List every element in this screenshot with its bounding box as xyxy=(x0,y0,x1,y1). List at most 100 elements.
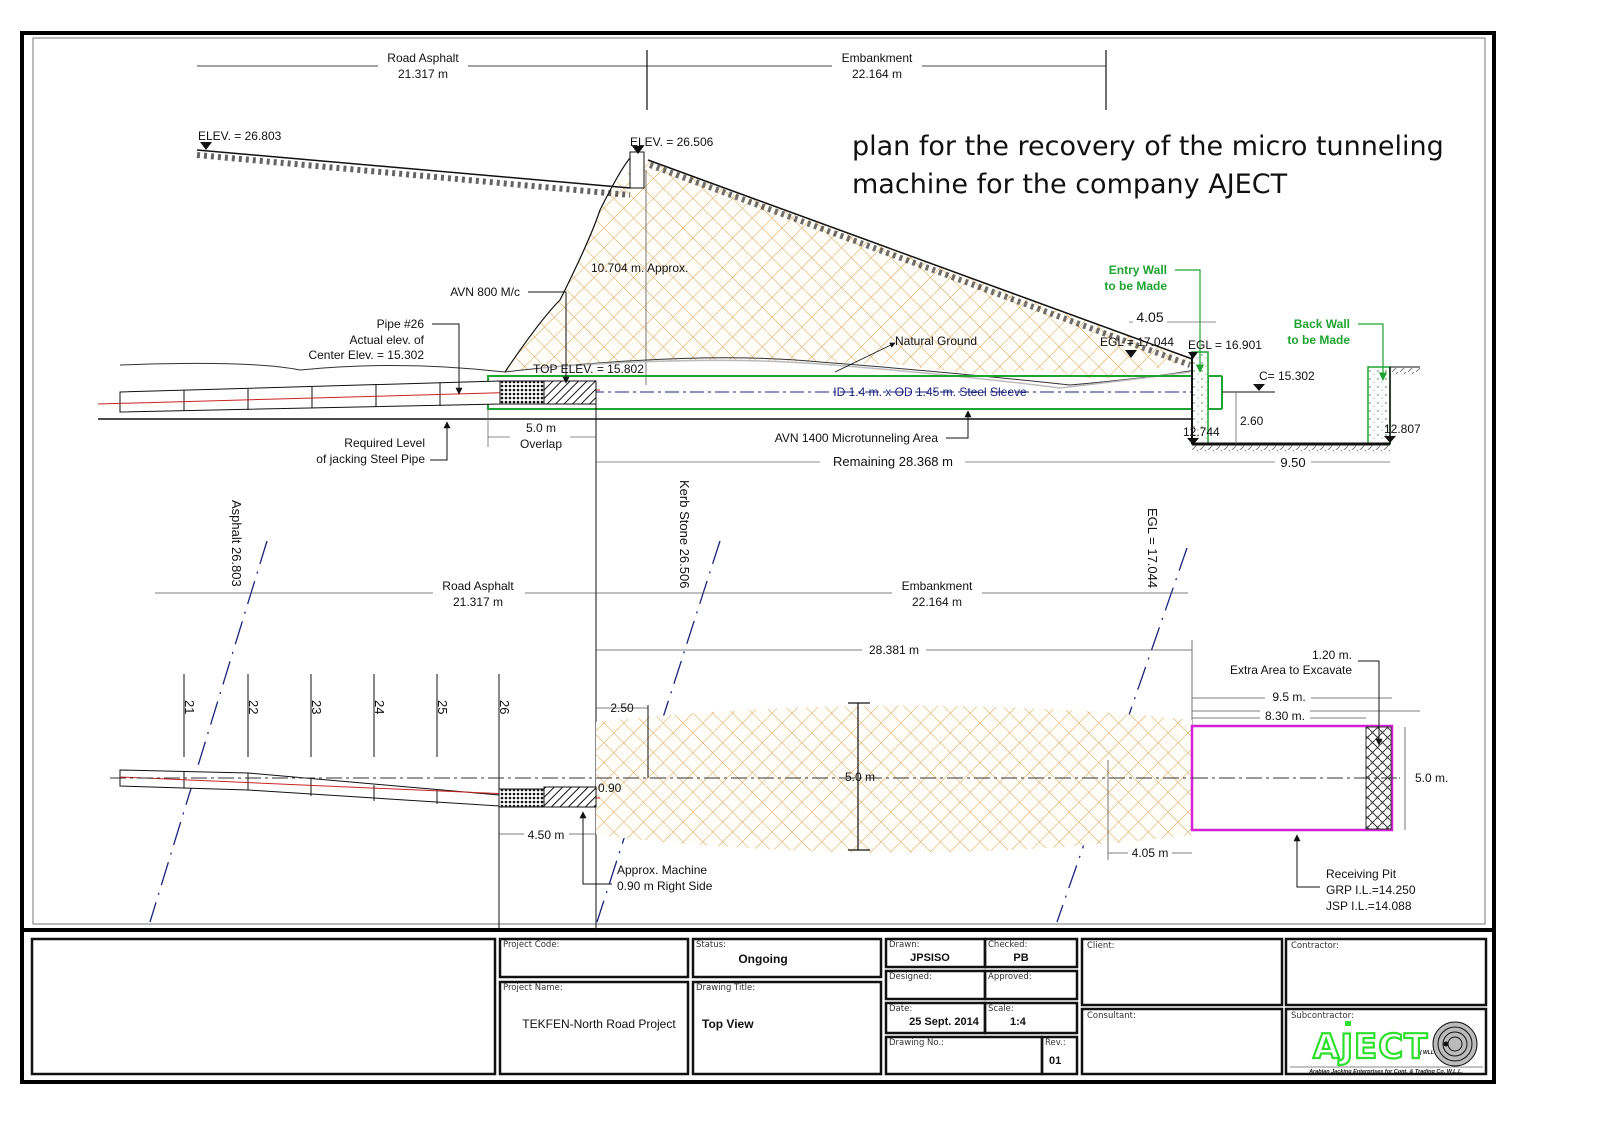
level-12807-label: 12.807 xyxy=(1384,422,1421,436)
road-surface xyxy=(196,149,631,189)
receiving-pit-jsp: JSP I.L.=14.088 xyxy=(1326,899,1412,913)
egl-marker-label: EGL = 17.044 xyxy=(1145,508,1160,588)
section-view: Road Asphalt 21.317 m Embankment 22.164 … xyxy=(97,50,1444,930)
project-code-cell xyxy=(498,937,690,979)
plan-road-asphalt-label: Road Asphalt xyxy=(442,579,514,593)
kerb-stone xyxy=(629,151,645,189)
entry-wall-line2: to be Made xyxy=(1104,279,1167,293)
overlap-length: 5.0 m xyxy=(526,421,556,435)
road-asphalt-length: 21.317 m xyxy=(398,67,448,81)
egl-reference-line xyxy=(1056,547,1188,923)
company-full-name: Arabian Jacking Enterprises for Cont. & … xyxy=(1308,1069,1463,1075)
dim-450-label: 4.50 m xyxy=(528,828,565,842)
avn1400-leader xyxy=(946,410,972,439)
avn800-label: AVN 800 M/c xyxy=(450,285,520,299)
height-approx-label: 10.704 m. Approx. xyxy=(591,261,688,275)
title-block-blank xyxy=(30,937,497,1076)
dim-830-label: 8.30 m. xyxy=(1265,709,1305,723)
plan-view: Asphalt 26.803 Kerb Stone 26.506 EGL = 1… xyxy=(110,480,1448,930)
receiving-pit-leader xyxy=(1293,834,1320,888)
status-value: Ongoing xyxy=(738,952,787,966)
elevation-marker-icon xyxy=(632,146,644,154)
contractor-cell xyxy=(1284,937,1488,1007)
drawn-value: JPSISO xyxy=(910,952,950,964)
drawing-frame xyxy=(32,37,1486,925)
entry-wall-line1: Entry Wall xyxy=(1109,263,1167,277)
contractor-label: Contractor: xyxy=(1291,941,1339,951)
status-label: Status: xyxy=(696,940,726,950)
dim-28381-label: 28.381 m xyxy=(869,643,919,657)
natural-ground-line xyxy=(119,357,1196,386)
level-12744-label: 12.744 xyxy=(1183,425,1220,439)
receiving-pit-grp: GRP I.L.=14.250 xyxy=(1326,883,1416,897)
receiving-pit-label: Receiving Pit xyxy=(1326,867,1397,881)
pipe26-line2: Actual elev. of xyxy=(350,333,425,347)
approved-label: Approved: xyxy=(988,972,1032,982)
extra-area-line1: 1.20 m. xyxy=(1312,648,1352,662)
consultant-cell xyxy=(1080,1007,1284,1076)
asphalt-marker-label: Asphalt 26.803 xyxy=(229,500,244,587)
machine-note-line1: Approx. Machine xyxy=(617,863,707,877)
embankment-length: 22.164 m xyxy=(852,67,902,81)
rev-cell xyxy=(1040,1035,1079,1076)
back-wall-leader xyxy=(1358,323,1388,381)
drawing-title-label: Drawing Title: xyxy=(696,983,755,993)
pipe-number-26: 26 xyxy=(497,700,512,714)
plan-avn800-machine xyxy=(543,786,597,808)
embankment-surface-pattern xyxy=(648,162,1192,368)
project-name-value: TEKFEN-North Road Project xyxy=(522,1017,676,1031)
avn800-machine xyxy=(543,380,597,405)
logo-accent xyxy=(1345,1021,1351,1026)
dim-090-label: 0.90 xyxy=(598,781,622,795)
scale-value: 1:4 xyxy=(1010,1016,1027,1028)
outer-border xyxy=(20,31,1496,1084)
natural-ground-label: Natural Ground xyxy=(895,334,977,348)
checked-value: PB xyxy=(1013,952,1028,964)
approved-cell xyxy=(983,969,1079,1001)
plan-embankment-length: 22.164 m xyxy=(912,595,962,609)
embankment-slope xyxy=(504,157,631,373)
dim-260-label: 2.60 xyxy=(1240,414,1264,428)
overlap-label: Overlap xyxy=(520,437,562,451)
pipe-number-23: 23 xyxy=(309,700,324,714)
dim-250-label: 2.50 xyxy=(610,701,634,715)
dim-5m-plan-label: 5.0 m xyxy=(845,770,875,784)
plan-note-line2: machine for the company AJECT xyxy=(852,169,1288,200)
machine-note-leader xyxy=(579,811,612,885)
elevation-marker-icon xyxy=(200,142,212,150)
remaining-label: Remaining 28.368 m xyxy=(833,454,953,469)
title-block xyxy=(30,937,1488,1076)
title-block-text: Project Code: Project Name: TEKFEN-North… xyxy=(503,940,1483,1075)
embankment-surface xyxy=(647,159,1196,361)
project-code-label: Project Code: xyxy=(503,940,559,950)
project-name-label: Project Name: xyxy=(503,983,563,993)
checked-cell xyxy=(983,937,1079,969)
embankment-fill xyxy=(505,160,1195,380)
client-cell xyxy=(1080,937,1284,1007)
drawn-label: Drawn: xyxy=(889,940,919,950)
c-15302-label: C= 15.302 xyxy=(1259,369,1315,383)
pipe26-line1: Pipe #26 xyxy=(377,317,425,331)
egl-17044-label: EGL = 17.044 xyxy=(1100,335,1174,349)
avn800-leader xyxy=(528,291,570,384)
rev-value: 01 xyxy=(1049,1055,1061,1067)
pipe-number-25: 25 xyxy=(435,700,450,714)
top-elev-label: TOP ELEV. = 15.802 xyxy=(533,362,644,376)
drawing-no-label: Drawing No.: xyxy=(889,1038,944,1048)
rev-label: Rev.: xyxy=(1045,1038,1066,1048)
required-level-line2: of jacking Steel Pipe xyxy=(316,452,425,466)
plan-road-asphalt-length: 21.317 m xyxy=(453,595,503,609)
pit-width-label: 5.0 m. xyxy=(1415,771,1448,785)
designed-label: Designed: xyxy=(889,972,932,982)
subcontractor-label: Subcontractor: xyxy=(1291,1011,1354,1021)
road-asphalt-label: Road Asphalt xyxy=(387,51,459,65)
aject-logo: AJECT xyxy=(1313,1027,1428,1067)
excavation-zone xyxy=(596,705,1192,853)
dim-95-label: 9.5 m. xyxy=(1272,690,1305,704)
subcontractor-cell xyxy=(1284,1007,1488,1076)
logo-spiral-icon xyxy=(1432,1021,1478,1067)
kerb-marker-label: Kerb Stone 26.506 xyxy=(677,480,692,588)
pipe-number-21: 21 xyxy=(182,700,197,714)
plan-machine-body xyxy=(498,788,545,808)
